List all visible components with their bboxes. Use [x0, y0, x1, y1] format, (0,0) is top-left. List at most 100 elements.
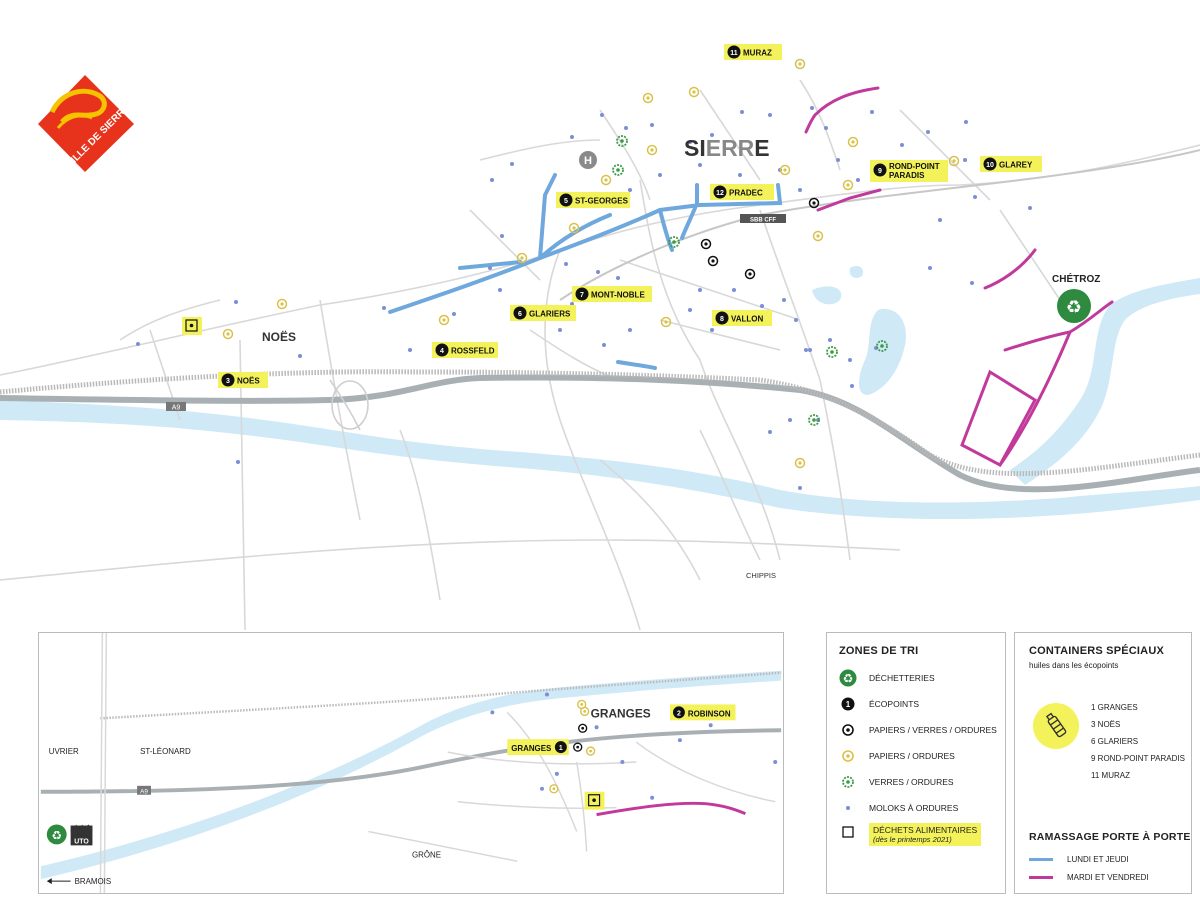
molok-dot [938, 218, 942, 222]
special-item: 11 MURAZ [1091, 771, 1130, 780]
papiers-ordures-marker [842, 179, 854, 191]
molok-dot [738, 173, 742, 177]
town-title-chetroz: CHÉTROZ [1052, 272, 1100, 285]
papiers-ordures-markers [222, 58, 960, 469]
molok-dot [732, 288, 736, 292]
legend-label: DÉCHETS ALIMENTAIRES [873, 825, 978, 835]
inset-title-granges: GRANGES [591, 706, 651, 720]
molok-dot [236, 460, 240, 464]
pond-small [849, 265, 864, 279]
papiers-ordures-marker [779, 164, 791, 176]
molok-dot [596, 270, 600, 274]
papiers-ordures-marker [568, 222, 580, 234]
legend-zones-de-tri: ZONES DE TRI ♻ DÉCHETTERIES 1 ÉCOPOINTS … [826, 632, 1006, 894]
molok-dot [500, 234, 504, 238]
legend-label: ÉCOPOINTS [869, 699, 920, 709]
inset-label-grone: GRÔNE [412, 850, 441, 859]
legend-label: PAPIERS / ORDURES [869, 751, 955, 761]
svg-text:A9: A9 [140, 788, 148, 795]
a9-highway [0, 374, 1200, 493]
verres-ordures-markers [612, 135, 888, 426]
molok-dot [708, 723, 713, 728]
molok-dot [408, 348, 412, 352]
molok-dot [768, 430, 772, 434]
special-containers-panel: CONTAINERS SPÉCIAUX huiles dans les écop… [1014, 632, 1192, 894]
molok-dot [760, 304, 764, 308]
inset-route-magenta [596, 801, 746, 817]
molok-dot [870, 110, 874, 114]
legend-row-papiers-verres-ordures: PAPIERS / VERRES / ORDURES [839, 721, 997, 739]
papiers-ordures-marker [794, 58, 806, 70]
ecopoint-name: VALLON [731, 315, 764, 324]
papiers-ordures-marker [646, 144, 658, 156]
molok-dot [564, 262, 568, 266]
papiers-verres-ordures-marker [744, 268, 756, 280]
papiers-ordures-marker [516, 252, 528, 264]
papiers-ordures-marker [438, 314, 450, 326]
molok-dot [808, 348, 812, 352]
hospital-icon: H [579, 151, 597, 169]
special-item: 9 ROND-POINT PARADIS [1091, 754, 1185, 763]
blue-route-swatch [1029, 858, 1053, 861]
molok-dot [490, 178, 494, 182]
molok-dot [856, 178, 860, 182]
molok-dot [602, 343, 606, 347]
ecopoint-icon: 1 [839, 695, 857, 713]
ecopoint-name: MURAZ [743, 49, 772, 58]
special-title: CONTAINERS SPÉCIAUX [1029, 645, 1164, 657]
verres-ordures-marker [616, 135, 628, 147]
molok-dot [650, 123, 654, 127]
papiers-ordures-marker [600, 174, 612, 186]
molok-dot [788, 418, 792, 422]
verres-ordures-marker [876, 340, 888, 352]
molok-dot [136, 342, 140, 346]
town-title-noes: NOËS [262, 329, 296, 344]
ecopoint-number: 4 [440, 348, 444, 355]
molok-dot [773, 760, 778, 764]
verres-ordures-marker [808, 414, 820, 426]
molok-dot [900, 143, 904, 147]
molok-dot [628, 188, 632, 192]
molok-dot [710, 133, 714, 137]
molok-dot [452, 312, 456, 316]
route-label: LUNDI ET JEUDI [1067, 855, 1129, 864]
ecopoint-name: MONT-NOBLE [591, 291, 645, 300]
papiers-verres-ordures-markers [700, 197, 820, 280]
molok-dot [836, 158, 840, 162]
papiers-ordures-marker [660, 316, 672, 328]
a9-label: A9 [166, 402, 186, 412]
papiers-ordures-marker [549, 784, 559, 794]
ecopoint-number: 6 [518, 311, 522, 318]
legend-row-dechetteries: ♻ DÉCHETTERIES [839, 669, 935, 687]
molok-dot [490, 710, 495, 715]
molok-dot [782, 298, 786, 302]
svg-text:UTO: UTO [74, 838, 89, 845]
interchange [329, 379, 369, 431]
inset-label-uvrier: UVRIER [49, 747, 79, 756]
route-lundi-jeudi [388, 173, 783, 370]
ecopoint-number: 7 [580, 292, 584, 299]
inset-map-granges: A9 GRANGES 1 2 ROBINSON GRANGES UVRIER S… [38, 632, 784, 894]
molok-dot [488, 266, 492, 270]
ville-de-sierre-logo: VILLE DE SIERRE [38, 75, 134, 172]
svg-text:BRAMOIS: BRAMOIS [75, 877, 112, 886]
special-item: 3 NOËS [1091, 720, 1121, 729]
ecopoint-number: 5 [564, 198, 568, 205]
ecopoint-name: GLARIERS [529, 310, 571, 319]
svg-text:ROBINSON: ROBINSON [688, 709, 731, 718]
legend-title: ZONES DE TRI [839, 645, 919, 657]
ecopoint-number: 8 [720, 316, 724, 323]
molok-dot [658, 173, 662, 177]
molok-dot [298, 354, 302, 358]
lake-geronde [859, 309, 906, 395]
molok-dot [926, 130, 930, 134]
molok-dot [558, 328, 562, 332]
molok-dot [510, 162, 514, 166]
pond [812, 286, 842, 305]
ecopoint-name-line1: ROND-POINT [889, 162, 940, 171]
molok-dot [824, 126, 828, 130]
food-square-icon [839, 823, 857, 841]
